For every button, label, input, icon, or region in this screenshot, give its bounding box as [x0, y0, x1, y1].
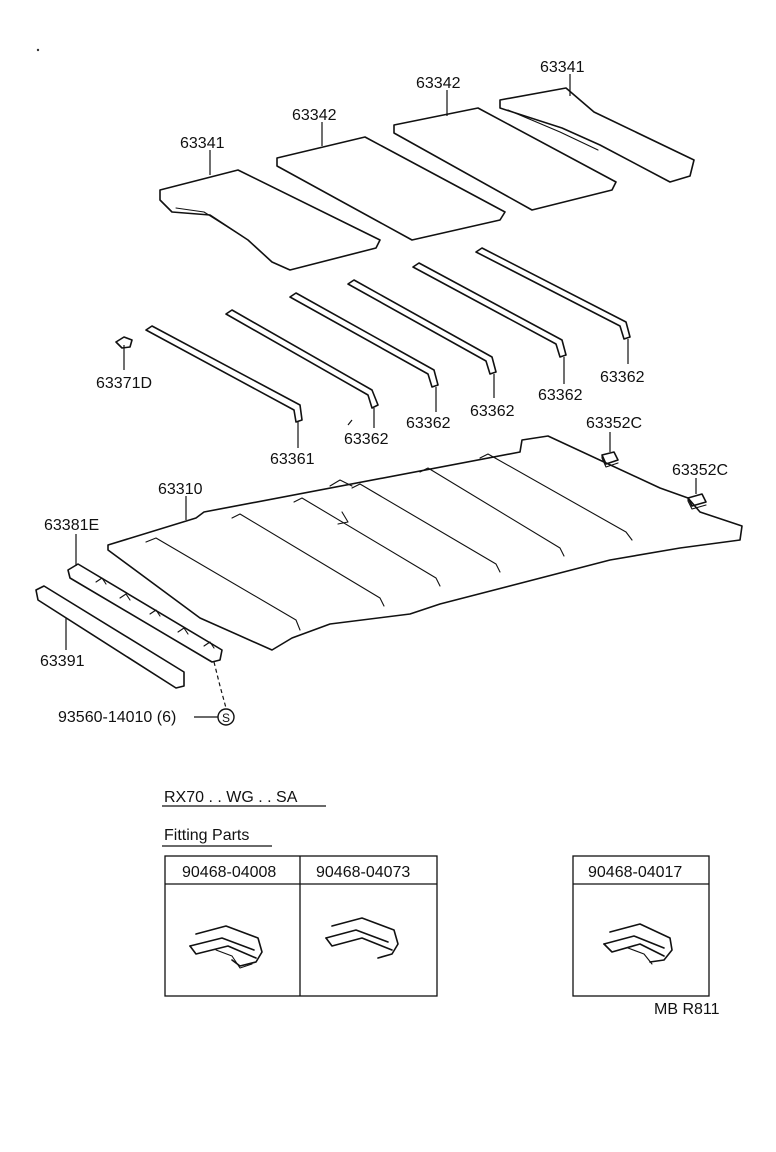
screw-symbol-label: S [222, 711, 230, 725]
label-63362-a: 63362 [344, 431, 389, 448]
label-63341-right: 63341 [540, 59, 585, 76]
label-63362-e: 63362 [600, 369, 645, 386]
clip-90468-04008-icon [189, 925, 263, 969]
screw-dashed-line [213, 661, 227, 709]
label-63352c-b: 63352C [672, 462, 728, 479]
scan-speck [36, 48, 40, 52]
figure-code: MB R811 [654, 1001, 720, 1018]
label-63352c-a: 63352C [586, 415, 642, 432]
label-63361: 63361 [270, 451, 315, 468]
panel-63341-right [499, 87, 695, 183]
panel-63342-right [393, 107, 617, 211]
panel-63341-left [159, 169, 381, 271]
retainer-63381e [67, 563, 223, 663]
roof-bow-63362-e [475, 247, 631, 340]
label-63362-b: 63362 [406, 415, 451, 432]
fitting-parts-title: Fitting Parts [164, 827, 249, 844]
clip-90468-04017-icon [603, 923, 673, 965]
pad-63352c-a [601, 451, 619, 468]
panel-63342-left [276, 136, 506, 241]
label-63391: 63391 [40, 653, 85, 670]
label-63381e: 63381E [44, 517, 99, 534]
clip-90468-04073-icon [325, 917, 399, 959]
roof-bow-63362-b [289, 292, 439, 388]
clip-63371d [115, 336, 133, 349]
label-screw-93560-14010: 93560-14010 (6) [58, 709, 176, 726]
label-63362-c: 63362 [470, 403, 515, 420]
fitting-part-number-1: 90468-04008 [182, 864, 276, 881]
fitting-part-number-2: 90468-04073 [316, 864, 410, 881]
label-63371d: 63371D [96, 375, 152, 392]
headlining-63310 [107, 435, 743, 651]
screw-symbol-icon: S [217, 708, 235, 726]
roof-bow-63362-c [347, 279, 497, 375]
roof-bow-63361 [145, 325, 303, 423]
label-63342-right: 63342 [416, 75, 461, 92]
moulding-63391 [35, 585, 185, 689]
model-line: RX70 . . WG . . SA [164, 789, 298, 806]
label-63362-d: 63362 [538, 387, 583, 404]
label-63341-left: 63341 [180, 135, 225, 152]
label-63342-left: 63342 [292, 107, 337, 124]
pad-63352c-b [687, 493, 707, 510]
leader-tick-63362-a [347, 419, 353, 426]
label-63310: 63310 [158, 481, 203, 498]
roof-bow-63362-a [225, 309, 379, 409]
fitting-parts-table-right [572, 855, 710, 997]
fitting-part-number-3: 90468-04017 [588, 864, 682, 881]
fitting-parts-table-left [164, 855, 438, 997]
roof-bow-63362-d [412, 262, 567, 358]
